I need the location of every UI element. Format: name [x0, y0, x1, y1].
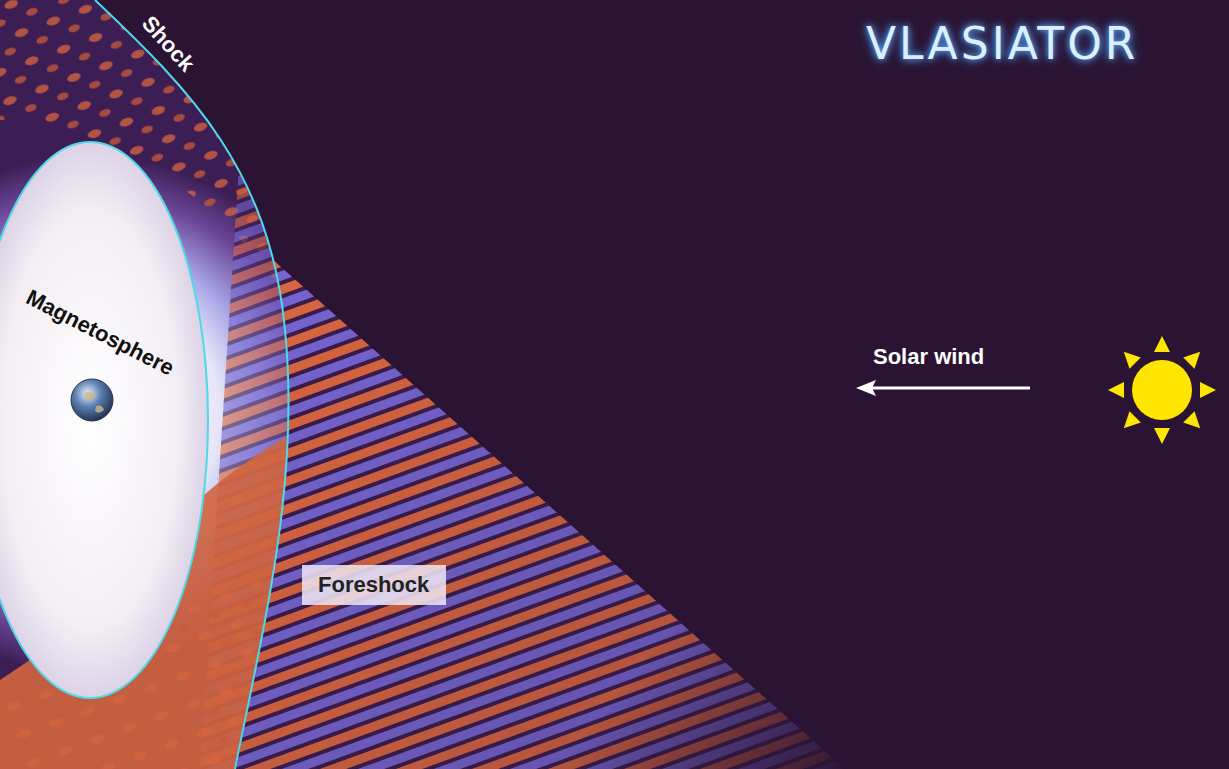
arrow-head	[856, 380, 876, 396]
sun-ray	[1183, 411, 1206, 434]
sun-icon	[1108, 336, 1216, 444]
earth-land	[84, 391, 96, 400]
sun-ray	[1108, 382, 1124, 398]
logo-watermark: VLASIATOR	[866, 18, 1138, 69]
sun-ray	[1118, 411, 1141, 434]
sun-ray	[1200, 382, 1216, 398]
solar-wind-arrow	[872, 387, 1030, 390]
sun-ray	[1183, 346, 1206, 369]
magnetosphere-outline	[0, 140, 210, 700]
earth-land	[95, 406, 104, 413]
earth-globe	[71, 379, 113, 421]
magnetopause	[0, 142, 208, 698]
sun-disc	[1132, 360, 1192, 420]
solar-wind-label: Solar wind	[873, 344, 984, 370]
magnetosphere-region: Magnetosphere	[0, 140, 210, 700]
sun-ray	[1154, 336, 1170, 352]
sun-ray	[1154, 428, 1170, 444]
foreshock-box: Foreshock	[302, 565, 446, 605]
region-label: Foreshock	[318, 572, 430, 598]
foreshock-waves	[236, 250, 845, 769]
sun-ray	[1118, 346, 1141, 369]
